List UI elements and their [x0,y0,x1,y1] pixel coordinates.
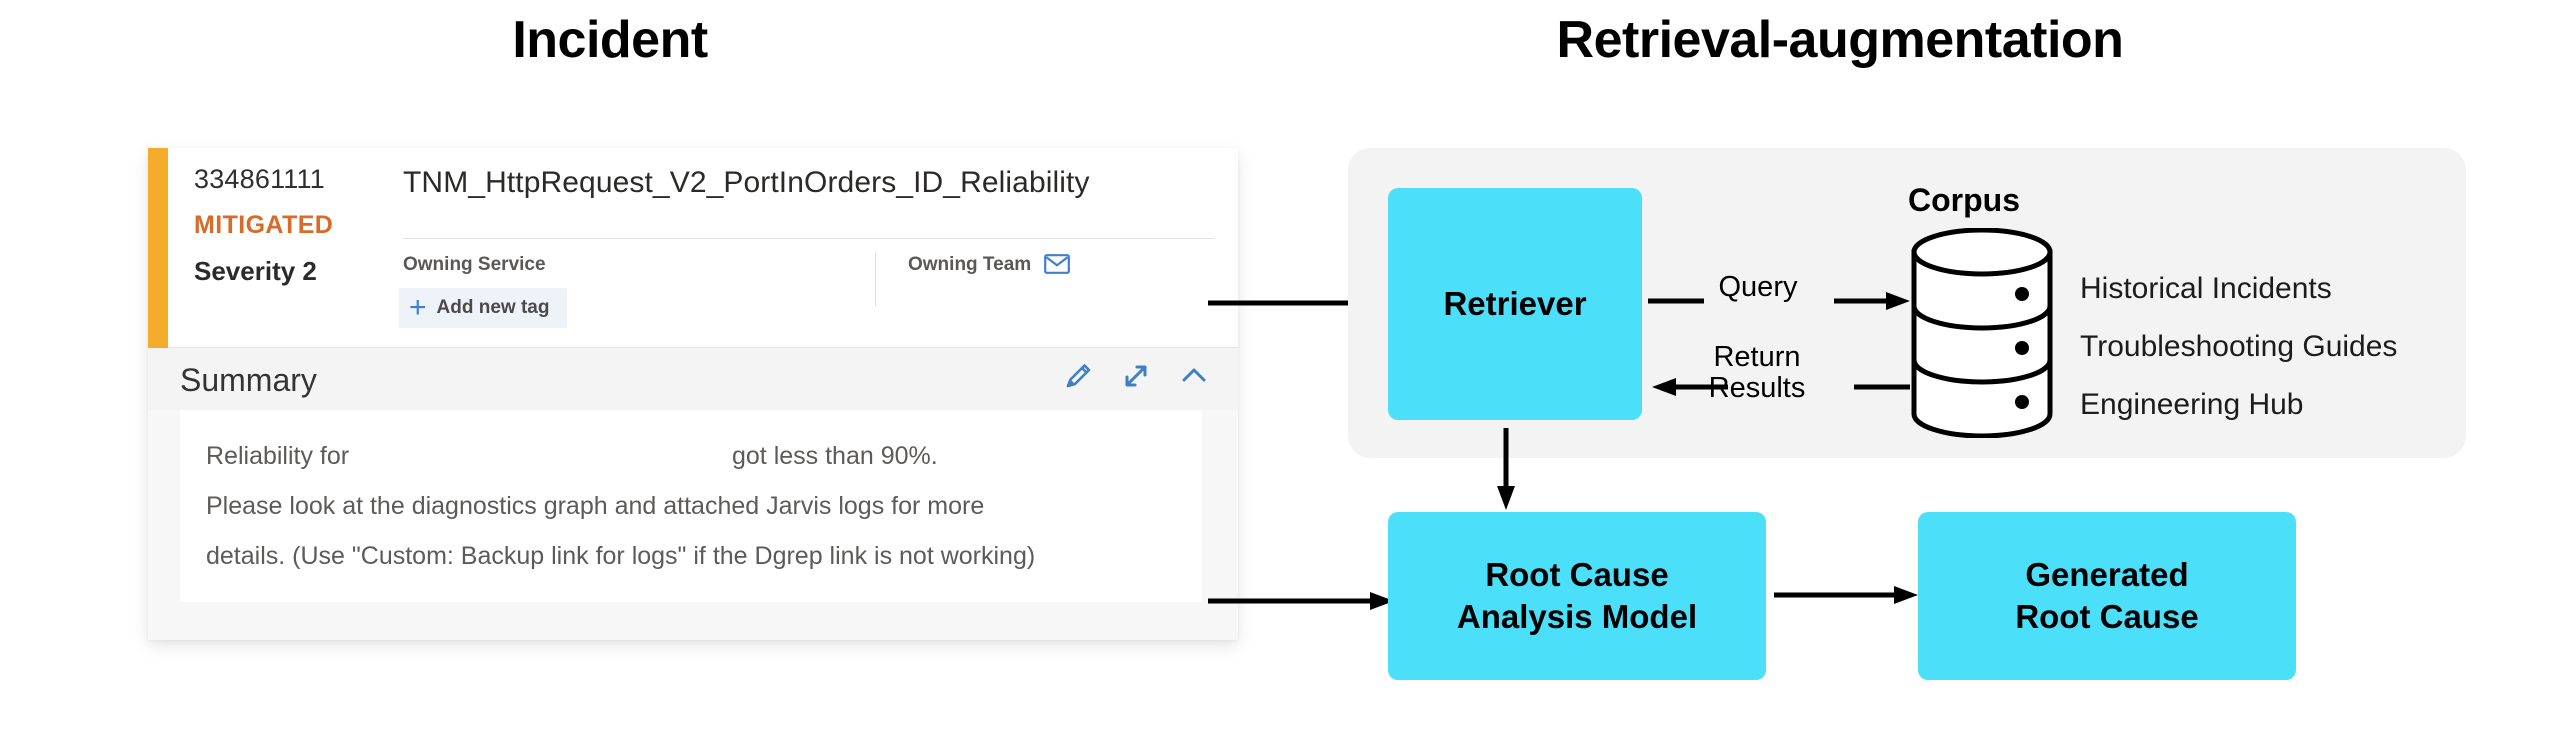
owning-team-group: Owning Team [908,254,1071,280]
arrow-return-results [1652,378,1910,396]
incident-meta-column: 334861111 MITIGATED Severity 2 [194,164,369,287]
rca-model-line-2: Analysis Model [1456,598,1698,635]
query-label: Query [1718,271,1798,303]
generated-root-cause-box[interactable]: Generated Root Cause [1918,512,2296,680]
heading-retrieval-augmentation: Retrieval-augmentation [1556,11,2124,69]
summary-header: Summary [148,348,1238,410]
generated-line-1: Generated [2025,556,2189,594]
heading-incident: Incident [512,11,708,69]
plus-icon: + [409,291,427,324]
summary-line-1-right: got less than 90%. [732,442,938,470]
severity-label: Severity 2 [194,256,317,286]
summary-line-3: details. (Use "Custom: Backup link for l… [206,542,1036,570]
owning-team-label: Owning Team [908,254,1032,275]
arrow-incident-to-rca-model [1208,592,1394,610]
incident-id: 334861111 [194,164,325,194]
arrow-retriever-to-rca-model [1497,428,1515,510]
arrow-query [1648,292,1910,310]
severity-accent-bar [148,148,168,348]
owner-column-divider [875,252,876,306]
header-divider [403,238,1215,239]
incident-card: 334861111 MITIGATED Severity 2 TNM_HttpR… [148,148,1238,640]
corpus-database-icon [1911,228,2053,438]
corpus-item: Engineering Hub [2080,388,2304,421]
summary-title: Summary [180,362,317,398]
add-new-tag-button[interactable]: + Add new tag [399,288,568,328]
return-results-line-1: Return [1713,341,1801,373]
chevron-up-icon[interactable] [1176,358,1212,394]
rca-model-line-1: Root Cause [1485,556,1669,594]
corpus-item: Troubleshooting Guides [2080,330,2398,363]
add-new-tag-label: Add new tag [436,297,550,318]
root-cause-analysis-model-box[interactable]: Root Cause Analysis Model [1388,512,1766,680]
generated-line-2: Root Cause [2015,598,2199,635]
status-badge: MITIGATED [194,211,334,239]
pencil-icon[interactable] [1060,358,1096,394]
retriever-box[interactable]: Retriever [1388,188,1642,420]
summary-line-2: Please look at the diagnostics graph and… [206,492,985,520]
owning-service-label: Owning Service [403,254,546,275]
incident-title: TNM_HttpRequest_V2_PortInOrders_ID_Relia… [403,166,1090,199]
expand-diagonal-icon[interactable] [1118,358,1154,394]
mail-icon[interactable] [1044,254,1071,280]
summary-actions [1060,358,1212,394]
return-results-line-2: Results [1708,372,1806,405]
summary-body: Reliability for got less than 90%. Pleas… [180,410,1202,602]
corpus-item: Historical Incidents [2080,272,2332,305]
incident-header: 334861111 MITIGATED Severity 2 TNM_HttpR… [148,148,1238,348]
corpus-label: Corpus [1908,182,2020,218]
return-results-label: Return Results [1682,341,1832,405]
arrow-rca-model-to-generated-root-cause [1774,586,1918,604]
summary-line-1-left: Reliability for [206,442,350,470]
